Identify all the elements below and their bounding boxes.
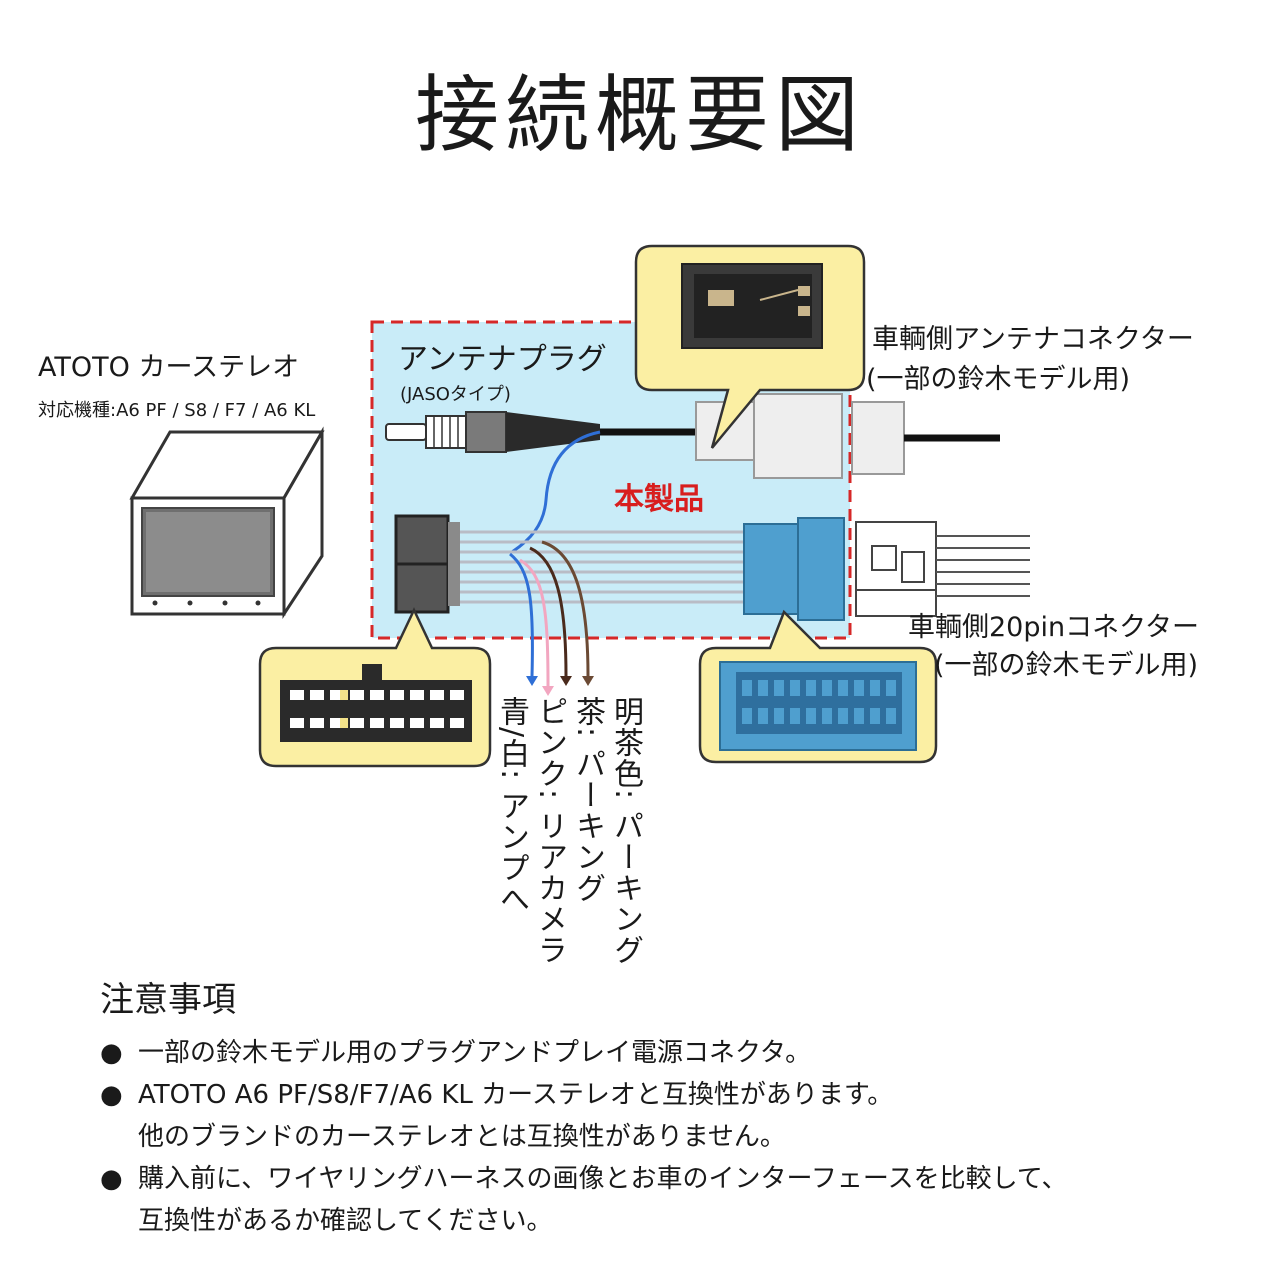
wire-label-parking: 茶: パーキング: [570, 696, 605, 904]
note-item: ● ATOTO A6 PF/S8/F7/A6 KL カーステレオと互換性がありま…: [100, 1074, 1260, 1158]
vehicle-antenna-sub: (一部の鈴木モデル用): [866, 364, 1131, 395]
vehicle-antenna-label: 車輌側アンテナコネクター: [872, 324, 1194, 355]
page-title: 接続概要図: [414, 66, 865, 164]
wire-bundle: [460, 530, 748, 604]
wire-label-parking-light-brown: 明茶色: パーキング: [608, 696, 643, 966]
notes-title: 注意事項: [100, 980, 236, 1020]
wire-label-rear-camera: ピンク: リアカメラ: [532, 696, 567, 966]
bullet-icon: ●: [100, 1164, 123, 1194]
bullet-icon: ●: [100, 1038, 123, 1068]
vehicle-20pin-sub: (一部の鈴木モデル用): [934, 650, 1199, 681]
amp-wire-path: [511, 430, 601, 554]
left-harness-connector: [394, 514, 460, 614]
vehicle-20pin-label: 車輌側20pinコネクター: [908, 612, 1200, 643]
note-item: ● 一部の鈴木モデル用のプラグアンドプレイ電源コネクタ。: [100, 1032, 1260, 1074]
stereo-name: ATOTO カーステレオ: [38, 352, 300, 383]
antenna-plug-sub: (JASOタイプ): [400, 384, 511, 405]
wire-label-amp: 青/白: アンプへ: [494, 696, 529, 915]
car-stereo-illustration: [129, 426, 325, 620]
bullet-icon: ●: [100, 1080, 123, 1110]
product-20pin-connector: [743, 517, 845, 621]
antenna-connector-callout: [634, 244, 866, 449]
stereo-models: 対応機種:A6 PF / S8 / F7 / A6 KL: [38, 400, 316, 421]
vehicle-20pin-connector: [855, 521, 1030, 617]
harness-connector-callout: [258, 607, 492, 768]
notes-list: ● 一部の鈴木モデル用のプラグアンドプレイ電源コネクタ。 ● ATOTO A6 …: [100, 1032, 1260, 1242]
20pin-connector-callout: [698, 609, 938, 764]
note-item: ● 購入前に、ワイヤリングハーネスの画像とお車のインターフェースを比較して、 互…: [100, 1158, 1260, 1242]
product-label: 本製品: [614, 482, 704, 517]
breakout-wires: [509, 540, 590, 687]
antenna-plug-label: アンテナプラグ: [398, 342, 607, 377]
